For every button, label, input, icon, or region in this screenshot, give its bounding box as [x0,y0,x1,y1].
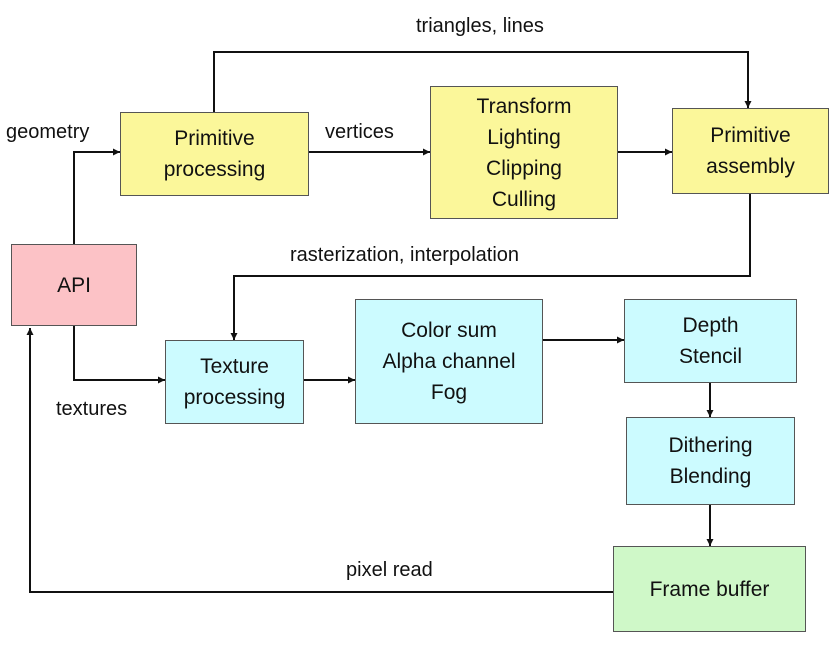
edge-triangles-lines [213,51,752,112]
node-text-line: Dithering [668,434,753,457]
node-texture-processing-text: Texture processing [184,351,286,413]
edge-pixel-read [26,328,613,593]
node-primitive-assembly-text: Primitive assembly [706,120,795,182]
node-text-line: Frame buffer [649,577,770,601]
node-text-line: processing [183,386,286,409]
node-text-line: API [57,273,91,297]
node-text-line: Blending [669,465,752,488]
label-rasterization-interpolation: rasterization, interpolation [290,244,520,266]
label-textures: textures [56,398,128,420]
node-text-line: Depth [682,314,739,337]
node-primitive-processing: Primitive processing [120,112,309,196]
node-api: API [11,244,137,326]
node-text-line: assembly [706,155,795,178]
label-pixel-read: pixel read [346,559,433,581]
node-text-line: Lighting [487,125,561,149]
node-text-line: Texture [200,355,269,378]
edge-textures [73,326,165,384]
node-text-line: Primitive [174,127,255,150]
label-geometry: geometry [6,121,90,143]
node-text-line: Primitive [710,124,791,147]
label-vertices: vertices [325,121,394,143]
node-text-line: Color sum [401,319,497,342]
node-text-line: Stencil [678,345,743,368]
node-text-line: Transform [476,94,572,118]
node-primitive-assembly: Primitive assembly [672,108,829,194]
edge-rasterization [230,194,751,340]
node-frame-buffer: Frame buffer [613,546,806,632]
node-frame-buffer-text: Frame buffer [650,574,770,605]
node-text-line: Alpha channel [382,350,516,373]
label-triangles-lines: triangles, lines [416,15,544,37]
node-text-line: Culling [491,187,557,211]
node-api-text: API [57,270,91,301]
node-text-line: processing [163,158,266,181]
node-primitive-processing-text: Primitive processing [164,123,266,185]
node-texture-processing: Texture processing [165,340,304,424]
node-text-line: Fog [430,381,468,404]
node-text-line: Clipping [486,156,562,180]
edge-geometry [73,148,120,244]
